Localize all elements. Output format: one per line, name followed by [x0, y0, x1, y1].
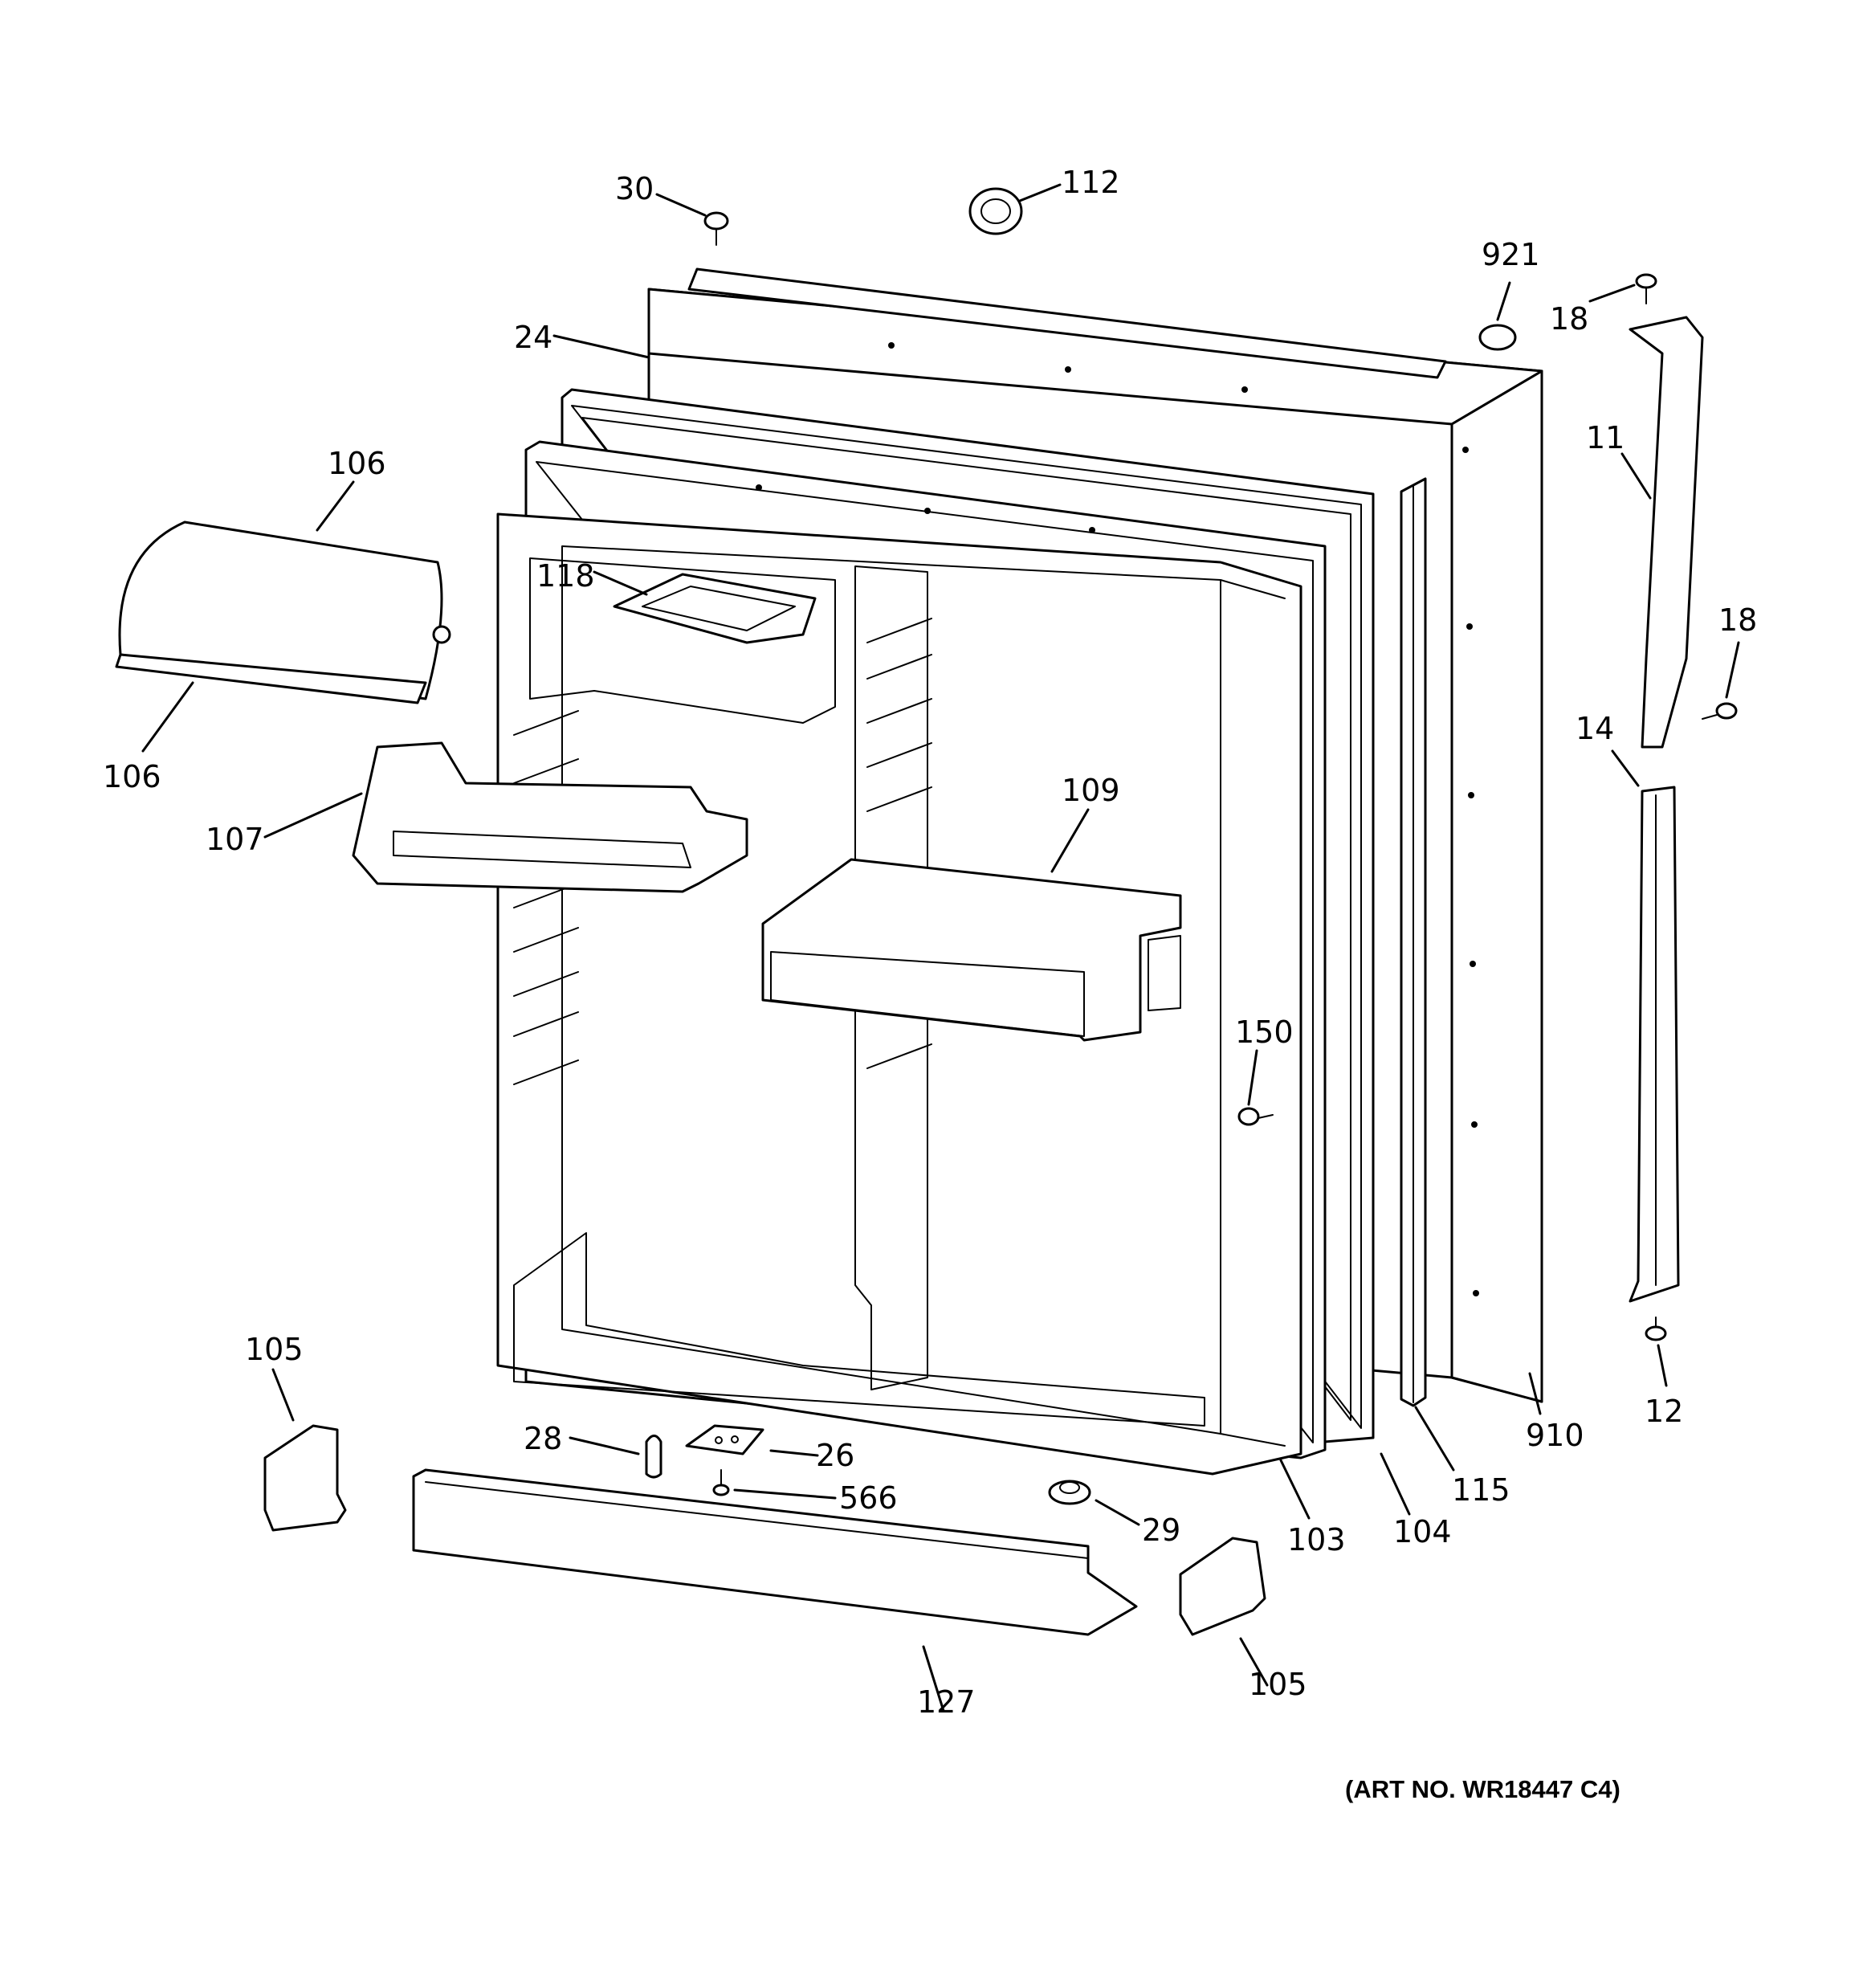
art-number: (ART NO. WR18447 C4)	[1345, 1775, 1620, 1803]
screw-566	[712, 1469, 730, 1496]
egg-tray-118	[613, 573, 817, 644]
callout-106-top: 106	[328, 446, 386, 481]
callout-150: 150	[1235, 1014, 1294, 1050]
dairy-door-106	[115, 520, 451, 704]
cap-921	[1478, 324, 1517, 351]
screw-30	[703, 211, 729, 246]
callout-28: 28	[524, 1421, 562, 1456]
callout-566: 566	[839, 1480, 898, 1516]
hinge-cover-11	[1629, 316, 1704, 749]
callout-26: 26	[816, 1438, 854, 1473]
callout-921: 921	[1482, 237, 1540, 272]
callout-105-right: 105	[1249, 1667, 1307, 1702]
callout-112: 112	[1062, 165, 1120, 200]
bottom-trim-127	[412, 1468, 1138, 1636]
callout-107: 107	[206, 822, 264, 857]
callout-105-left: 105	[245, 1332, 304, 1367]
callout-115: 115	[1452, 1472, 1510, 1508]
stop-28	[645, 1435, 662, 1479]
callout-127: 127	[917, 1684, 976, 1720]
callout-labels: 30 112 921 18 24 11 106 118 18 106 14 10…	[103, 165, 1757, 1720]
bumper-29	[1048, 1480, 1091, 1505]
callout-18-side: 18	[1718, 602, 1757, 638]
screw-12	[1645, 1316, 1667, 1341]
plate-26	[685, 1424, 764, 1455]
callout-14: 14	[1576, 711, 1614, 746]
breaker-strip-115	[1400, 477, 1427, 1407]
screw-150	[1237, 1107, 1274, 1126]
callout-910: 910	[1526, 1418, 1584, 1453]
callout-103: 103	[1287, 1522, 1346, 1557]
hinge-cover-105-right	[1179, 1537, 1266, 1636]
callout-106-bottom: 106	[103, 759, 161, 794]
plug-112	[968, 187, 1023, 235]
handle-14	[1629, 786, 1680, 1303]
callout-109: 109	[1062, 773, 1120, 808]
shelf-bin-107	[352, 741, 748, 893]
screw-18-top	[1635, 273, 1657, 304]
screw-18-side	[1702, 702, 1738, 720]
callout-118: 118	[536, 558, 595, 594]
callout-104: 104	[1393, 1514, 1452, 1549]
hinge-cover-105-left	[263, 1424, 347, 1532]
door-bin-109	[761, 858, 1182, 1042]
callout-29: 29	[1142, 1512, 1180, 1548]
callout-12: 12	[1645, 1394, 1683, 1429]
callout-30: 30	[615, 171, 654, 206]
callout-18-top: 18	[1550, 301, 1588, 337]
leader-lines	[141, 183, 1740, 1712]
callout-11: 11	[1586, 420, 1625, 455]
callout-24: 24	[514, 320, 552, 355]
